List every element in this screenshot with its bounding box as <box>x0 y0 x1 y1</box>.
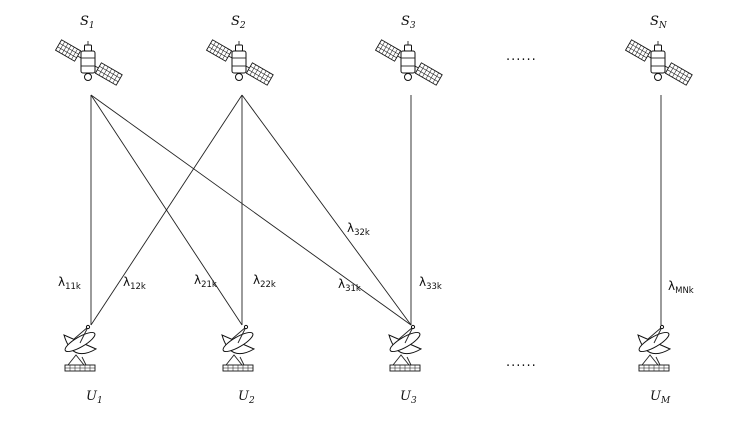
link-label-mnk: λMNk <box>668 279 694 296</box>
satellite-dish-icon <box>62 324 98 372</box>
user-label: U1 <box>86 389 103 406</box>
link-label-12k: λ12k <box>123 275 146 292</box>
link-lines <box>90 94 662 326</box>
satellite-s1: S1 <box>55 14 123 86</box>
user-um: UM <box>636 324 672 406</box>
satellite-dish-icon <box>636 324 672 372</box>
satellite-icon <box>625 39 693 86</box>
satellite-dish-icon <box>220 324 256 372</box>
link-s1-u3 <box>90 94 412 326</box>
satellite-s2: S2 <box>206 14 274 86</box>
link-label-31k: λ31k <box>338 277 361 294</box>
link-label-22k: λ22k <box>253 273 276 290</box>
link-label-11k: λ11k <box>58 275 81 292</box>
user-u1: U1 <box>62 324 103 406</box>
satellite-label: S3 <box>401 14 416 31</box>
satellite-sn: SN <box>625 14 693 86</box>
satellite-icon <box>55 39 123 86</box>
satellite-s3: S3 <box>375 14 443 86</box>
satellite-dish-icon <box>387 324 423 372</box>
user-label: U3 <box>400 389 417 406</box>
link-label-33k: λ33k <box>419 275 442 292</box>
link-s2-u3 <box>241 94 412 326</box>
user-u3: U3 <box>387 324 423 406</box>
satellite-ellipsis: ...... <box>506 49 537 64</box>
satellite-icon <box>206 39 274 86</box>
satellite-label: S2 <box>231 14 246 31</box>
satellite-label: SN <box>650 14 668 31</box>
user-label: UM <box>650 389 671 406</box>
link-label-32k: λ32k <box>347 221 370 238</box>
user-u2: U2 <box>220 324 256 406</box>
link-s1-u2 <box>90 94 243 326</box>
satellite-label: S1 <box>80 14 95 31</box>
satellite-icon <box>375 39 443 86</box>
user-label: U2 <box>238 389 255 406</box>
user-ellipsis: ...... <box>506 355 537 370</box>
link-label-21k: λ21k <box>194 273 217 290</box>
